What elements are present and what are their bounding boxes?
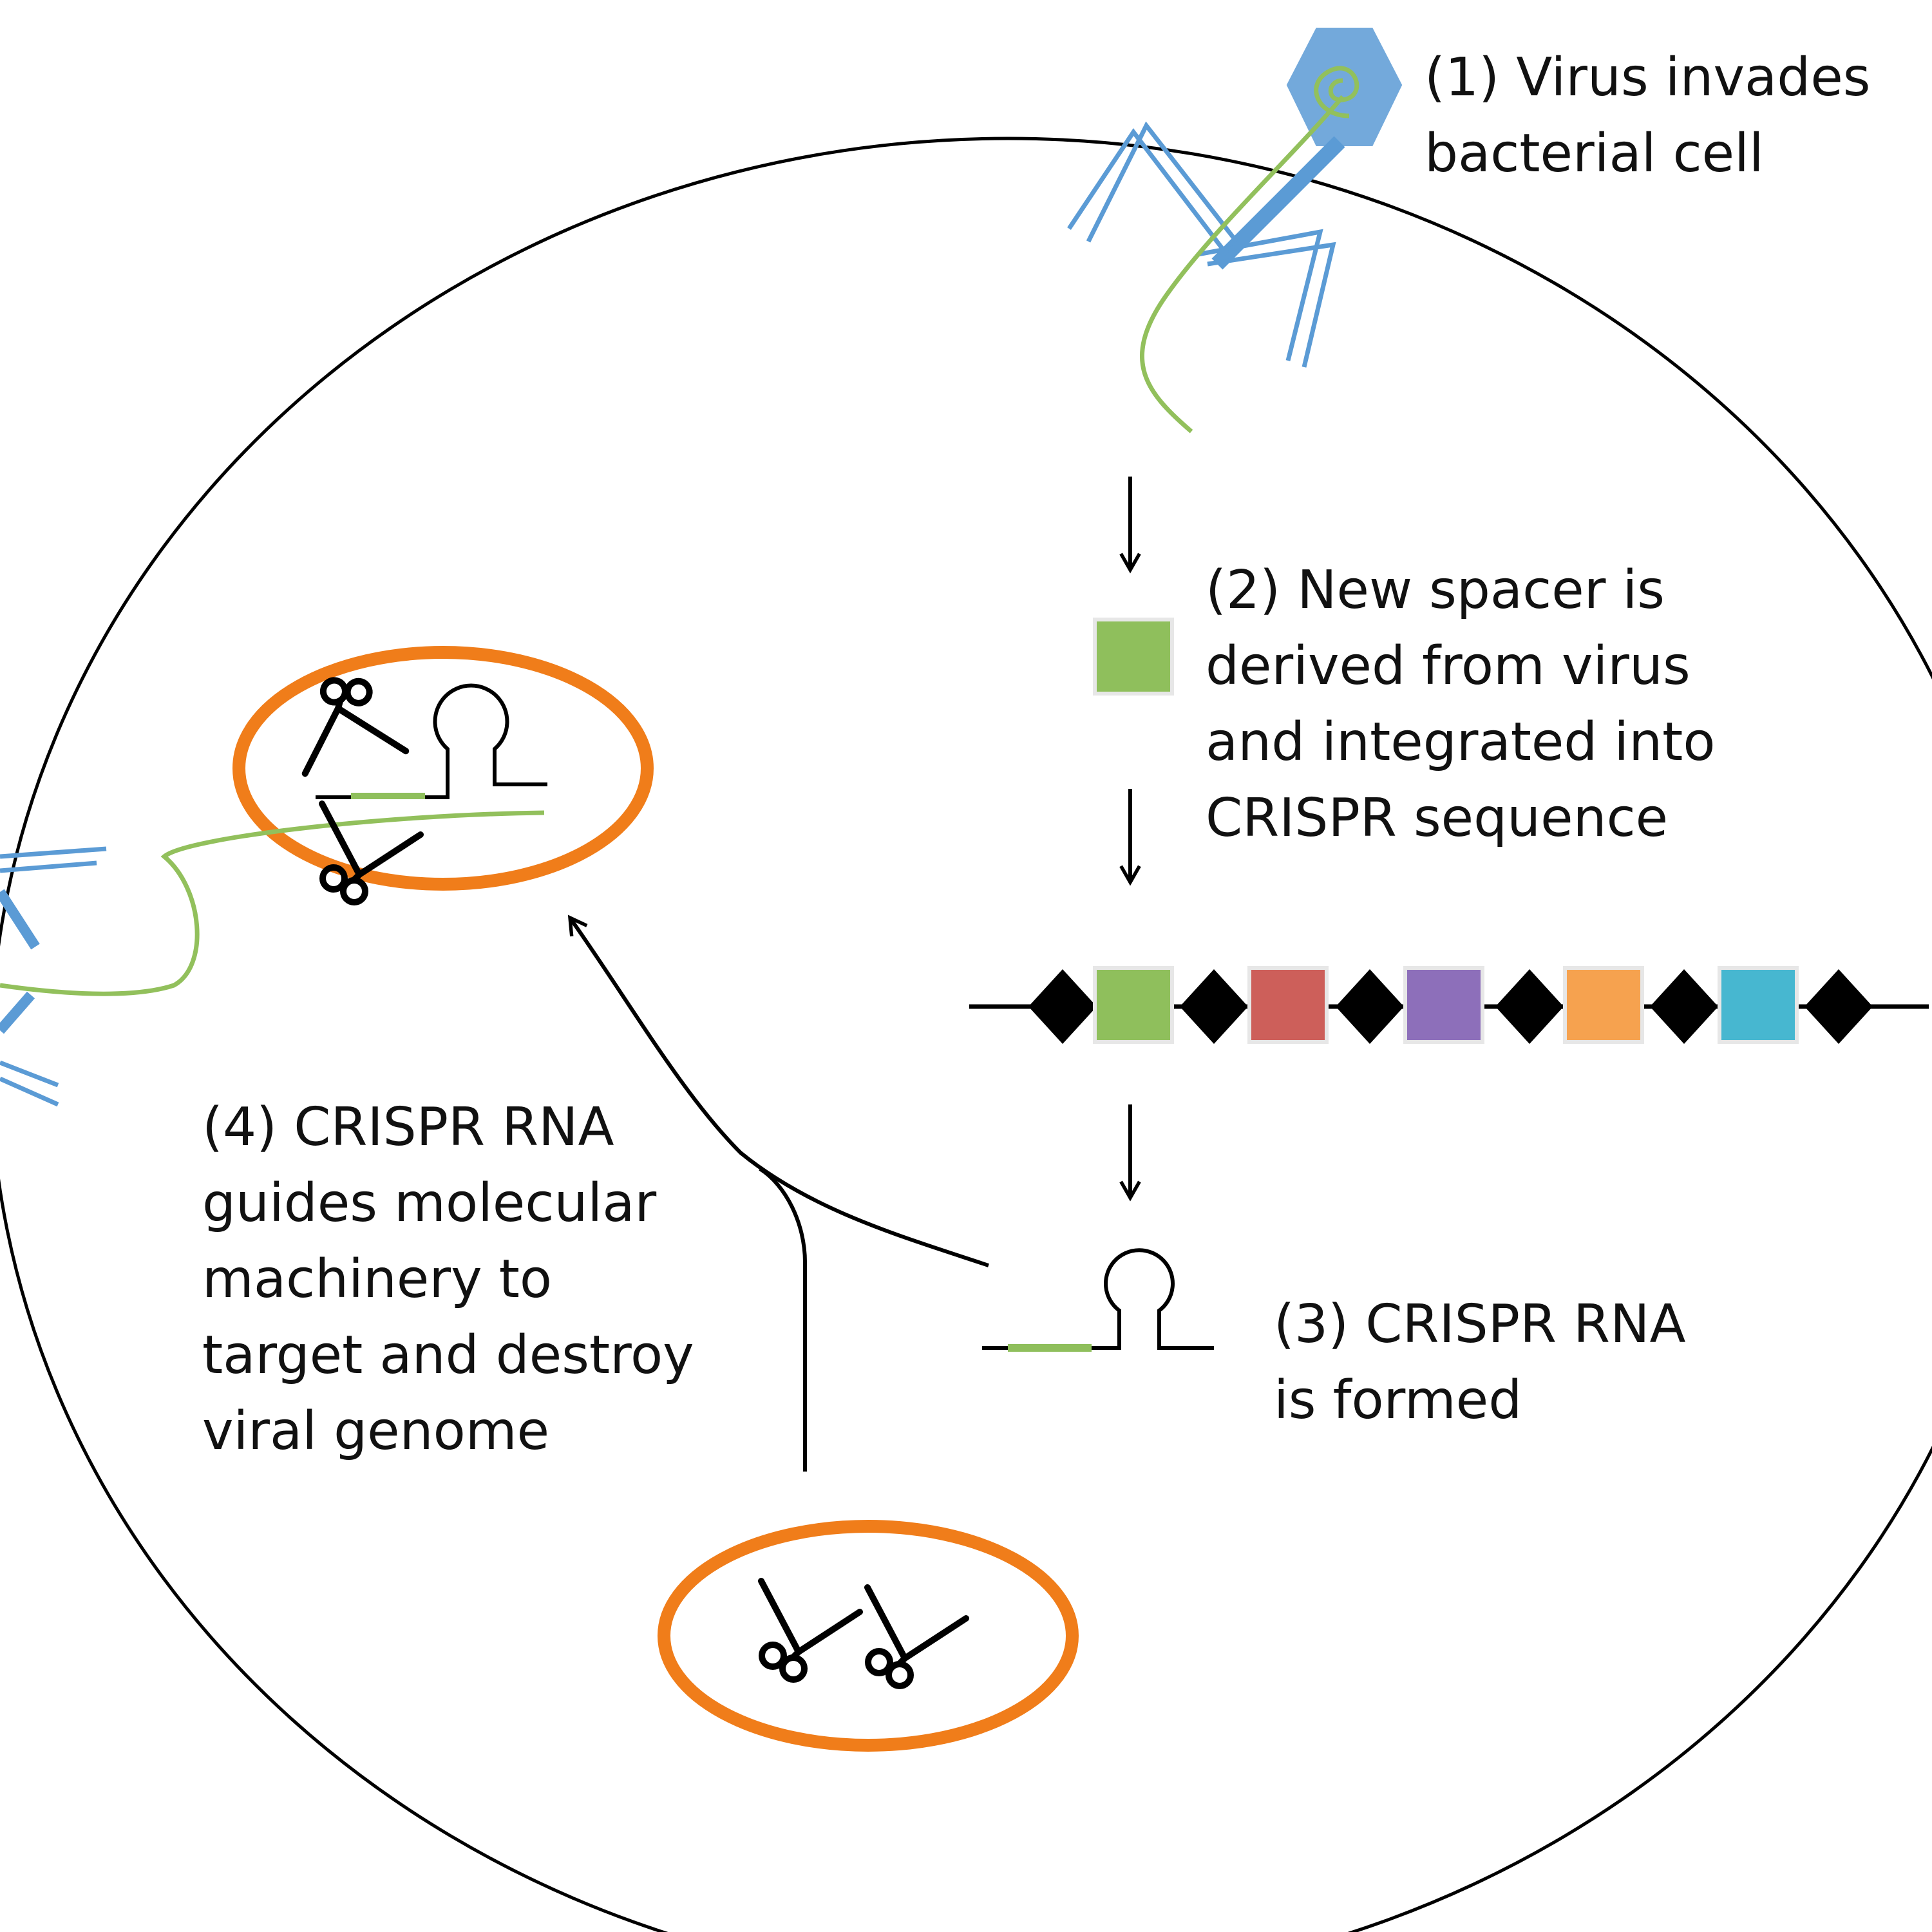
arrow-rna-to-complex — [567, 914, 989, 1267]
step1-label: (1) Virus invades bacterial cell — [1425, 40, 1871, 192]
step2-line: (2) New spacer is — [1206, 560, 1665, 621]
step4-label: (4) CRISPR RNA guides molecular machiner… — [202, 1090, 694, 1470]
step1-line: (1) Virus invades — [1425, 47, 1871, 108]
step4-line: (4) CRISPR RNA — [202, 1097, 614, 1158]
step2-label: (2) New spacer is derived from virus and… — [1206, 553, 1716, 857]
step4-line: machinery to — [202, 1249, 553, 1310]
rna-hairpin-icon — [982, 1248, 1214, 1352]
step4-line: viral genome — [202, 1401, 550, 1462]
new-spacer — [1093, 618, 1174, 696]
step2-line: CRISPR sequence — [1206, 788, 1669, 849]
step4-line: guides molecular — [202, 1173, 657, 1234]
crispr-array — [969, 966, 1929, 1044]
scissors-icon — [867, 1587, 966, 1686]
target-complex — [0, 646, 654, 996]
line-cas-to-arrow — [759, 1167, 807, 1472]
step2-line: and integrated into — [1206, 712, 1716, 773]
virus-icon — [0, 846, 107, 1107]
scissors-icon — [761, 1581, 860, 1680]
step1-line: bacterial cell — [1425, 123, 1764, 184]
cas-complex — [658, 1520, 1079, 1752]
step3-line: (3) CRISPR RNA — [1274, 1294, 1686, 1355]
step3-label: (3) CRISPR RNA is formed — [1274, 1287, 1686, 1439]
virus-icon — [1067, 28, 1403, 433]
step4-line: target and destroy — [202, 1325, 694, 1386]
step2-line: derived from virus — [1206, 636, 1690, 697]
step3-line: is formed — [1274, 1370, 1522, 1431]
bacterial-cell — [0, 137, 1932, 1932]
